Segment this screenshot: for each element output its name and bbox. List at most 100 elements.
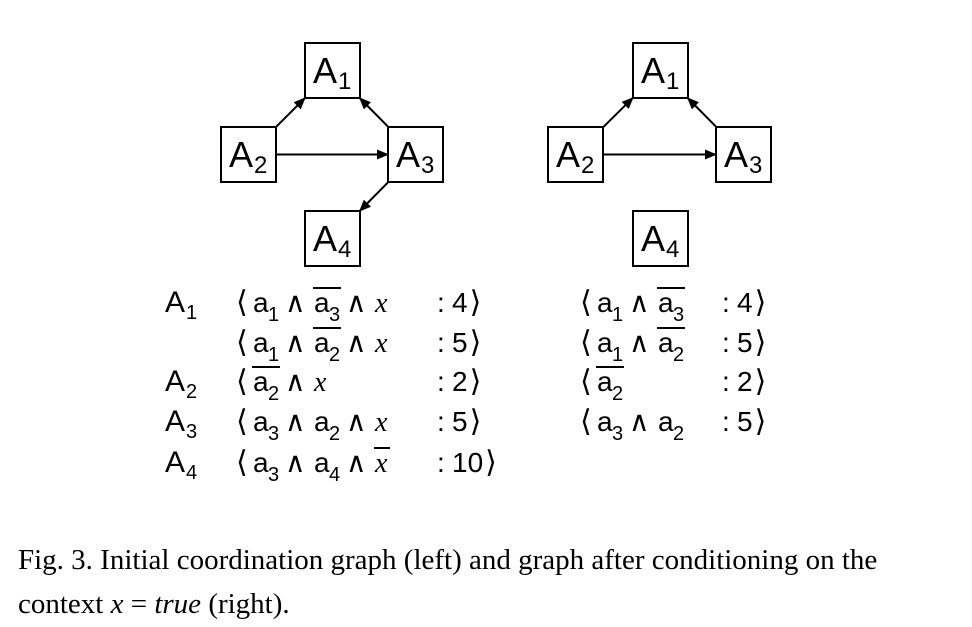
node-label-index: 3 <box>749 152 762 179</box>
caption-val: true <box>154 588 202 620</box>
rule-agent: A <box>165 405 185 438</box>
figure-caption: Fig. 3. Initial coordination graph (left… <box>18 538 958 626</box>
and-symbol: ∧ <box>285 366 306 397</box>
rule-colon: : <box>437 366 445 397</box>
rule-value: 4 <box>452 287 468 318</box>
rule-agent: A <box>165 446 185 479</box>
action-variable-index: 2 <box>329 344 340 366</box>
rule-value: 5 <box>452 327 468 358</box>
context-variable: x <box>374 448 388 479</box>
context-variable: x <box>374 288 388 319</box>
edge-A2-A1 <box>273 97 306 130</box>
node-box <box>304 42 361 99</box>
node-box <box>632 210 689 267</box>
rule-colon: : <box>722 287 730 318</box>
rule-value: 4 <box>737 287 753 318</box>
rule-agent-index: 3 <box>186 421 197 443</box>
action-variable: a <box>253 406 269 437</box>
action-variable: a <box>253 366 269 397</box>
caption-var: x <box>110 588 124 620</box>
action-variable-index: 1 <box>612 344 623 366</box>
action-variable-index: 2 <box>268 383 279 405</box>
and-symbol: ∧ <box>629 287 650 318</box>
node-box <box>632 42 689 99</box>
rule-open-bracket: ⟨ <box>580 364 592 399</box>
rule-open-bracket: ⟨ <box>236 285 248 320</box>
node-label: A <box>229 134 253 175</box>
context-variable: x <box>374 328 388 359</box>
rule-open-bracket: ⟨ <box>580 404 592 439</box>
node-box <box>715 126 772 183</box>
rule-colon: : <box>437 327 445 358</box>
action-variable-index: 2 <box>329 423 340 445</box>
rule-close-bracket: ⟩ <box>755 325 767 360</box>
rule-value: 2 <box>452 366 468 397</box>
rule-open-bracket: ⟨ <box>580 285 592 320</box>
action-variable-index: 1 <box>612 304 623 326</box>
node-label: A <box>641 218 665 259</box>
rule-value: 10 <box>452 447 483 478</box>
node-box <box>304 210 361 267</box>
rule-colon: : <box>722 366 730 397</box>
action-variable: a <box>597 287 613 318</box>
action-variable-index: 2 <box>673 423 684 445</box>
node-label: A <box>556 134 580 175</box>
edge-A2-A1 <box>600 96 634 131</box>
caption-eq: = <box>123 588 155 620</box>
node-box <box>220 126 277 183</box>
action-variable-index: 3 <box>268 423 279 445</box>
rule-open-bracket: ⟨ <box>236 325 248 360</box>
rule-agent-index: 4 <box>186 462 197 484</box>
node-label: A <box>313 218 337 259</box>
rule-agent-index: 2 <box>186 381 197 403</box>
rule-close-bracket: ⟩ <box>470 404 482 439</box>
action-variable: a <box>314 327 330 358</box>
node-label-index: 2 <box>254 152 267 179</box>
rule-close-bracket: ⟩ <box>470 364 482 399</box>
edge-A3-A1 <box>358 97 392 130</box>
and-symbol: ∧ <box>285 287 306 318</box>
and-symbol: ∧ <box>629 327 650 358</box>
caption-prefix: Fig. 3. Initial coordination graph (left… <box>18 544 878 620</box>
rule-close-bracket: ⟩ <box>485 445 497 480</box>
node-label-index: 2 <box>581 152 594 179</box>
and-symbol: ∧ <box>285 447 306 478</box>
action-variable: a <box>314 287 330 318</box>
action-variable-index: 1 <box>268 344 279 366</box>
and-symbol: ∧ <box>346 287 367 318</box>
rule-value: 5 <box>452 406 468 437</box>
node-label-index: 1 <box>338 68 351 95</box>
action-variable: a <box>314 447 330 478</box>
context-variable: x <box>374 407 388 438</box>
action-variable: a <box>253 327 269 358</box>
node-label-index: 4 <box>338 236 351 263</box>
action-variable: a <box>253 447 269 478</box>
node-box <box>547 126 604 183</box>
action-variable: a <box>314 406 330 437</box>
and-symbol: ∧ <box>346 327 367 358</box>
rule-colon: : <box>722 406 730 437</box>
action-variable-index: 3 <box>612 423 623 445</box>
rule-agent-index: 1 <box>186 302 197 324</box>
action-variable: a <box>658 287 674 318</box>
rule-colon: : <box>437 447 445 478</box>
and-symbol: ∧ <box>285 327 306 358</box>
rule-open-bracket: ⟨ <box>236 445 248 480</box>
action-variable: a <box>597 327 613 358</box>
action-variable-index: 4 <box>329 464 340 486</box>
node-label: A <box>396 134 420 175</box>
rule-close-bracket: ⟩ <box>470 325 482 360</box>
